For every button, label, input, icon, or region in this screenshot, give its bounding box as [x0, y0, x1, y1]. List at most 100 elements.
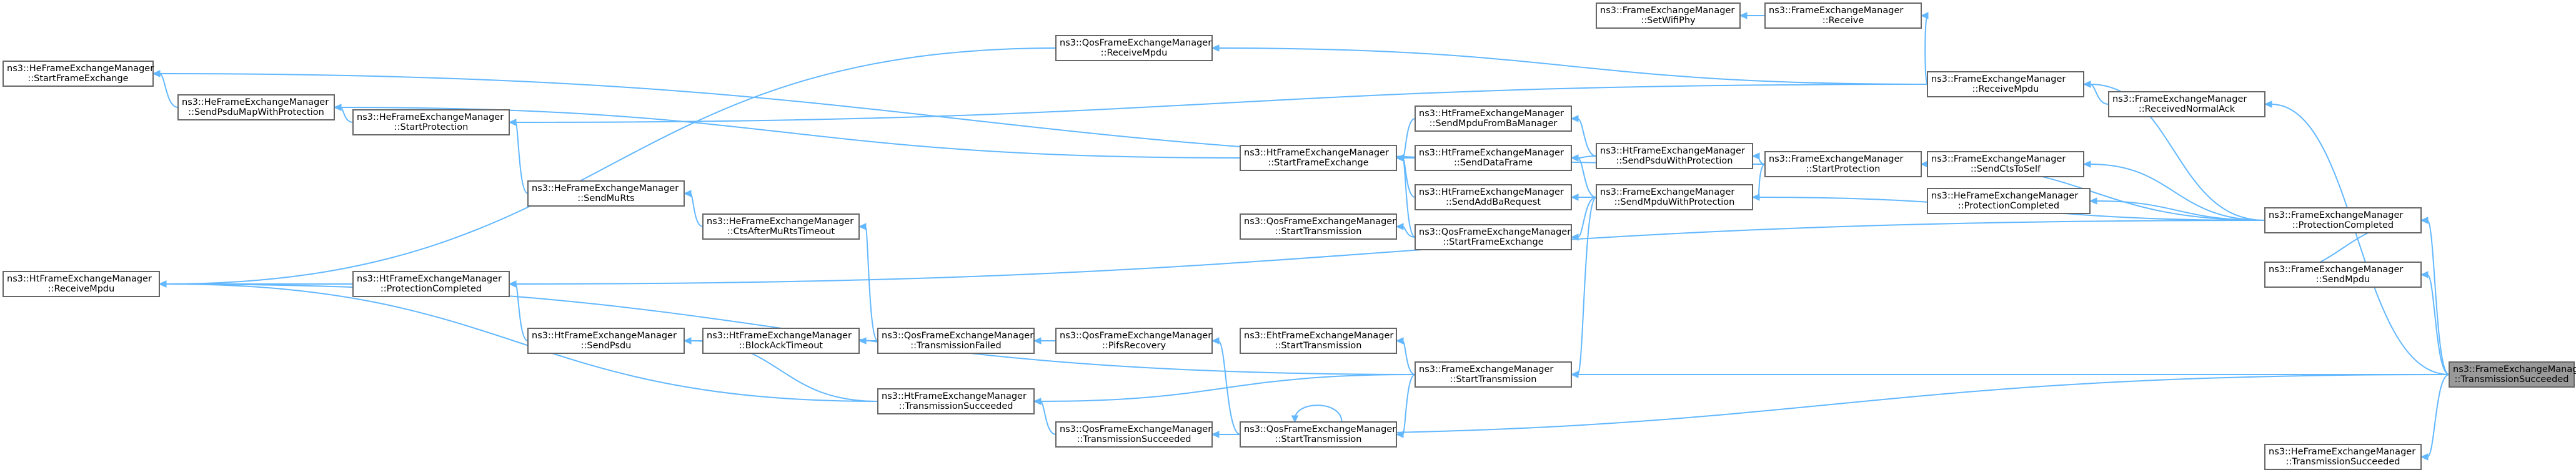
graph-node[interactable]: ns3::EhtFrameExchangeManager::StartTrans… — [1240, 328, 1397, 354]
node-box — [702, 328, 860, 354]
graph-node[interactable]: ns3::QosFrameExchangeManager::StartFrame… — [1415, 224, 1572, 250]
graph-node[interactable]: ns3::QosFrameExchangeManager::StartTrans… — [1240, 421, 1397, 448]
node-box — [1927, 151, 2084, 177]
graph-node[interactable]: ns3::FrameExchangeManager::ReceiveMpdu — [1927, 71, 2084, 97]
node-method-label: ::SendAddBaRequest — [1446, 197, 1541, 207]
graph-node[interactable]: ns3::FrameExchangeManager::ReceivedNorma… — [2108, 91, 2265, 117]
node-class-label: ns3::FrameExchangeManager — [2269, 210, 2403, 220]
graph-node[interactable]: ns3::HtFrameExchangeManager::ReceiveMpdu — [2, 271, 160, 297]
node-box — [2108, 91, 2265, 117]
node-class-label: ns3::HtFrameExchangeManager — [1419, 187, 1564, 197]
edge-arrowhead — [1395, 431, 1404, 438]
node-method-label: ::StartProtection — [1806, 164, 1881, 174]
node-class-label: ns3::HeFrameExchangeManager — [182, 97, 329, 107]
node-method-label: ::ReceiveMpdu — [1972, 84, 2039, 94]
call-edge — [508, 84, 1928, 126]
graph-node[interactable]: ns3::HtFrameExchangeManager::SendAddBaRe… — [1415, 184, 1572, 210]
node-method-label: ::SendMpdu — [2316, 275, 2370, 285]
node-box — [1596, 2, 1741, 29]
node-method-label: ::SendPsdu — [581, 341, 632, 351]
graph-node[interactable]: ns3::QosFrameExchangeManager::PifsRecove… — [1055, 328, 1213, 354]
edge-line — [1218, 374, 2450, 435]
graph-node[interactable]: ns3::FrameExchangeManager::TransmissionS… — [2449, 361, 2576, 388]
edge-line — [2427, 274, 2450, 375]
node-class-label: ns3::QosFrameExchangeManager — [882, 331, 1033, 341]
graph-node[interactable]: ns3::HeFrameExchangeManager::CtsAfterMuR… — [702, 213, 860, 240]
graph-node[interactable]: ns3::FrameExchangeManager::Receive — [1764, 2, 1922, 29]
edge-line — [515, 84, 1928, 123]
graph-node[interactable]: ns3::HtFrameExchangeManager::SendMpduFro… — [1415, 105, 1572, 132]
graph-node[interactable]: ns3::QosFrameExchangeManager::Transmissi… — [1055, 421, 1213, 448]
graph-node[interactable]: ns3::FrameExchangeManager::SendMpdu — [2264, 262, 2422, 288]
node-box — [2, 61, 154, 87]
graph-node[interactable]: ns3::QosFrameExchangeManager::StartTrans… — [1240, 213, 1397, 240]
call-edge — [1395, 154, 1416, 238]
edge-arrowhead — [858, 337, 867, 345]
node-method-label: ::SendMpduFromBaManager — [1430, 119, 1558, 129]
graph-node[interactable]: ns3::HtFrameExchangeManager::Transmissio… — [877, 388, 1035, 414]
node-box — [1415, 145, 1572, 171]
graph-node[interactable]: ns3::FrameExchangeManager::StartTransmis… — [1415, 361, 1572, 388]
edge-arrowhead — [2082, 81, 2091, 88]
graph-node[interactable]: ns3::QosFrameExchangeManager::ReceiveMpd… — [1055, 35, 1213, 61]
call-edge — [1211, 431, 1240, 438]
graph-node[interactable]: ns3::HeFrameExchangeManager::SendMuRts — [527, 180, 685, 207]
graph-node[interactable]: ns3::HtFrameExchangeManager::SendDataFra… — [1415, 145, 1572, 171]
node-class-label: ns3::HtFrameExchangeManager — [707, 331, 852, 341]
graph-node[interactable]: ns3::FrameExchangeManager::SendMpduWithP… — [1596, 184, 1753, 210]
node-method-label: ::SendMpduWithProtection — [1614, 197, 1735, 207]
node-method-label: ::ReceivedNormalAck — [2139, 104, 2235, 114]
edge-line — [1577, 118, 1597, 157]
edge-arrowhead — [508, 119, 517, 126]
graph-node[interactable]: ns3::FrameExchangeManager::SetWifiPhy — [1596, 2, 1741, 29]
call-edge — [1211, 337, 1241, 435]
node-class-label: ns3::HtFrameExchangeManager — [1600, 146, 1745, 156]
node-box — [527, 180, 685, 207]
node-class-label: ns3::HeFrameExchangeManager — [7, 64, 154, 74]
node-box — [1927, 71, 2084, 97]
edge-arrowhead — [1211, 44, 1220, 52]
edge-line — [2427, 374, 2450, 458]
edge-arrowhead — [333, 104, 342, 111]
graph-node[interactable]: ns3::HeFrameExchangeManager::StartFrameE… — [2, 61, 154, 87]
node-class-label: ns3::QosFrameExchangeManager — [1060, 424, 1211, 434]
call-edge — [1395, 374, 1416, 438]
edge-line — [1402, 157, 1416, 238]
node-class-label: ns3::FrameExchangeManager — [2453, 365, 2576, 375]
graph-node[interactable]: ns3::HeFrameExchangeManager::Transmissio… — [2264, 444, 2422, 470]
graph-node[interactable]: ns3::FrameExchangeManager::SendCtsToSelf — [1927, 151, 2084, 177]
node-class-label: ns3::QosFrameExchangeManager — [1244, 424, 1396, 434]
call-edge — [1395, 223, 1416, 238]
edge-line — [165, 283, 878, 402]
edge-arrowhead — [508, 280, 517, 288]
graph-node[interactable]: ns3::HeFrameExchangeManager::ProtectionC… — [1927, 188, 2091, 214]
node-box — [1240, 328, 1397, 354]
graph-node[interactable]: ns3::FrameExchangeManager::ProtectionCom… — [2264, 207, 2422, 233]
graph-node[interactable]: ns3::HtFrameExchangeManager::SendPsdu — [527, 328, 685, 354]
edge-arrowhead — [1739, 12, 1748, 19]
graph-node[interactable]: ns3::FrameExchangeManager::StartProtecti… — [1764, 151, 1922, 177]
edge-line — [1577, 155, 1597, 159]
edge-arrowhead — [1570, 154, 1579, 162]
graph-node[interactable]: ns3::HtFrameExchangeManager::StartFrameE… — [1240, 145, 1397, 171]
graph-node[interactable]: ns3::QosFrameExchangeManager::Transmissi… — [877, 328, 1035, 354]
edge-arrowhead — [1570, 233, 1579, 241]
node-box — [1596, 184, 1753, 210]
node-box — [1055, 35, 1213, 61]
call-edge — [1570, 371, 2449, 378]
graph-node[interactable]: ns3::HeFrameExchangeManager::StartProtec… — [352, 109, 510, 135]
node-box — [1596, 143, 1753, 169]
call-edge — [2264, 100, 2450, 375]
node-class-label: ns3::FrameExchangeManager — [1931, 74, 2066, 84]
edge-line — [1758, 164, 1766, 198]
call-edge — [333, 104, 354, 123]
node-method-label: ::ReceiveMpdu — [48, 284, 115, 294]
node-box — [2449, 361, 2575, 388]
graph-node[interactable]: ns3::HtFrameExchangeManager::BlockAckTim… — [702, 328, 860, 354]
graph-node[interactable]: ns3::HtFrameExchangeManager::ProtectionC… — [352, 271, 510, 297]
graph-node[interactable]: ns3::HeFrameExchangeManager::SendPsduMap… — [177, 94, 335, 120]
edge-line — [2270, 104, 2450, 375]
node-class-label: ns3::HeFrameExchangeManager — [532, 184, 679, 193]
node-box — [1415, 184, 1572, 210]
graph-node[interactable]: ns3::HtFrameExchangeManager::SendPsduWit… — [1596, 143, 1753, 169]
